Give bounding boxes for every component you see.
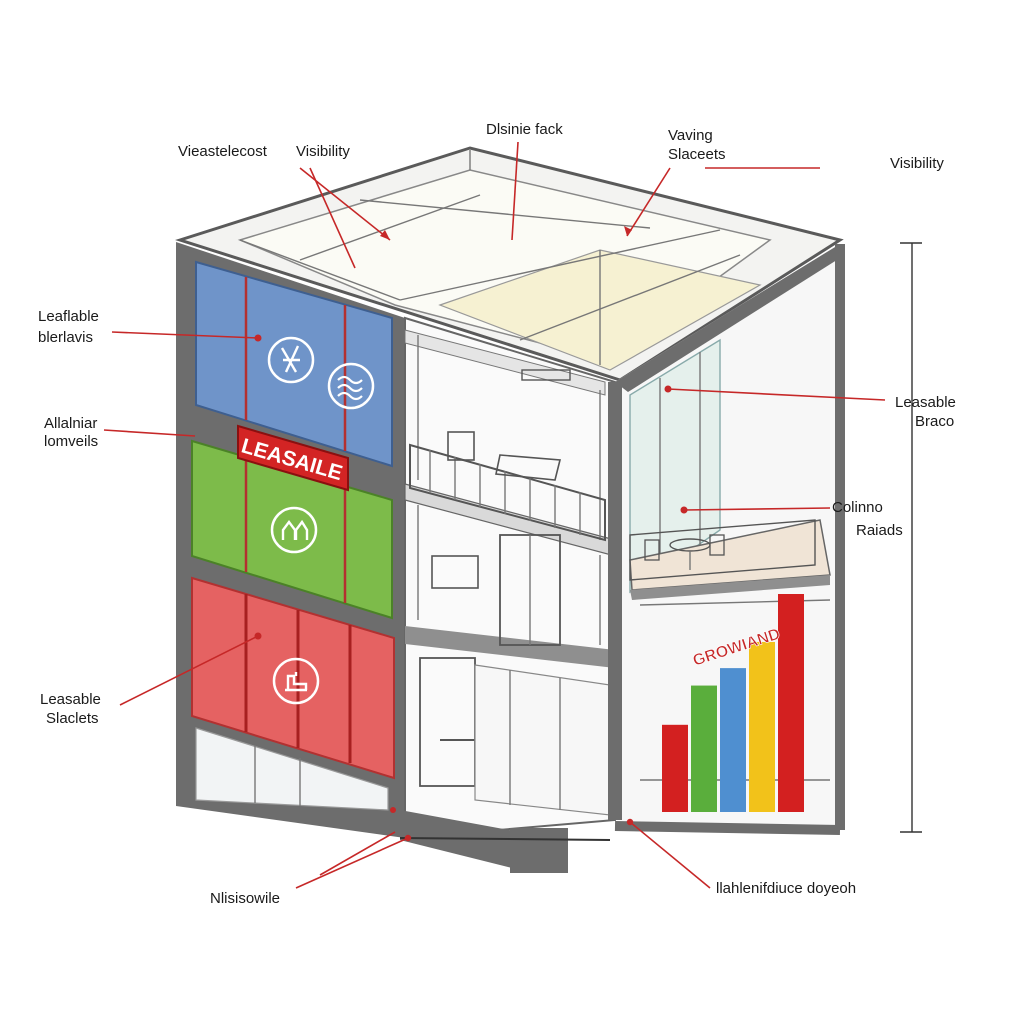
label-top-center: Dlsinie fack: [486, 121, 563, 138]
growth-bar-graphic: [662, 594, 804, 812]
label-left-2a: Allalniar: [44, 415, 97, 432]
wave-icon: [327, 362, 375, 410]
label-top-left-2: Visibility: [296, 143, 350, 160]
growth-bar: [749, 641, 775, 812]
label-right-1b: Braco: [915, 413, 954, 430]
callout-labels: Vieastelecost Visibility Dlsinie fack Va…: [38, 121, 956, 907]
label-top-left-1: Vieastelecost: [178, 143, 268, 160]
label-left-3b: Slaclets: [46, 710, 99, 727]
label-top-right-1b: Slaceets: [668, 146, 726, 163]
label-bottom-left: Nlisisowile: [210, 890, 280, 907]
foundation: [399, 810, 611, 873]
label-right-2a: Colinno: [832, 499, 883, 516]
growth-bar: [662, 724, 688, 812]
desk-icon: [272, 657, 320, 705]
roof: [175, 146, 844, 382]
label-bottom-right: llahlenifdiuce doyeoh: [716, 880, 856, 897]
middle-cutaway: [404, 316, 616, 840]
growth-bar: [720, 668, 746, 812]
people-icon: [270, 506, 318, 554]
walk-icon: [267, 336, 315, 384]
leader-lines: [103, 141, 886, 889]
growth-bar: [691, 685, 717, 812]
label-left-1a: Leaflable: [38, 308, 99, 325]
growth-bar: [778, 594, 804, 812]
left-facade: [176, 242, 405, 838]
label-left-3a: Leasable: [40, 691, 101, 708]
label-left-2b: lomveils: [44, 433, 98, 450]
label-top-far-right: Visibility: [890, 155, 944, 172]
label-right-2b: Raiads: [856, 522, 903, 539]
label-top-right-1a: Vaving: [668, 127, 713, 144]
label-left-1b: blerlavis: [38, 329, 93, 346]
label-right-1a: Leasable: [895, 394, 956, 411]
height-dimension-line: [900, 242, 922, 833]
